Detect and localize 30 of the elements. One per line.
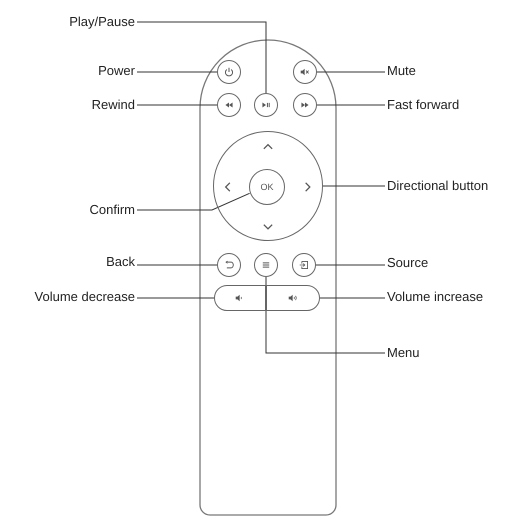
callout-label: Fast forward	[387, 97, 460, 113]
callout-label: Play/Pause	[69, 14, 135, 30]
round-button	[254, 93, 278, 117]
callout-label: Confirm	[89, 202, 135, 218]
leader-line	[316, 264, 386, 266]
round-button	[293, 60, 317, 84]
callout-label: Directional button	[387, 178, 488, 194]
round-button	[292, 253, 316, 277]
leader-line	[136, 104, 218, 106]
round-button	[217, 60, 241, 84]
round-button	[254, 253, 278, 277]
rocker-key	[214, 285, 266, 311]
callout-label: Volume decrease	[34, 289, 135, 305]
round-button	[293, 93, 317, 117]
callout-label: Rewind	[92, 97, 135, 113]
round-button	[217, 253, 241, 277]
callout-label: Volume increase	[387, 289, 484, 305]
callout-label: Back	[106, 254, 135, 270]
ok-button: OK	[249, 169, 285, 205]
leader-line	[316, 104, 386, 106]
leader-line	[136, 22, 266, 94]
leader-line	[136, 264, 218, 266]
callout-label: Mute	[387, 63, 416, 79]
directional-pad	[213, 131, 323, 241]
leader-line	[136, 192, 250, 210]
round-button	[217, 93, 241, 117]
rocker-key	[266, 285, 320, 311]
callout-label: Power	[98, 63, 135, 79]
callout-label: Source	[387, 255, 428, 271]
callout-label: Menu	[387, 345, 420, 361]
